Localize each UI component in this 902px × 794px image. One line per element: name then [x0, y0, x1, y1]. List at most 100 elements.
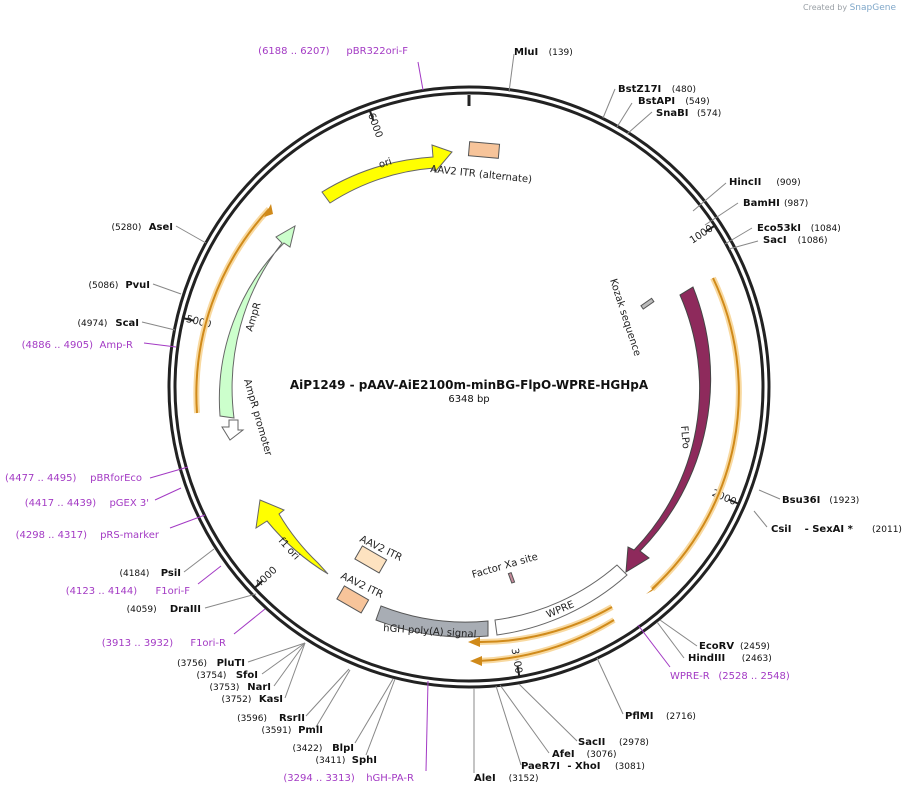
orf-arc-flpo-line [651, 277, 740, 590]
enzyme-position: (2978) [619, 738, 649, 748]
cut-line-sacii [518, 683, 578, 742]
primer-range: (3294 .. 3313) [283, 773, 355, 784]
cut-line-bsu36i [758, 489, 781, 500]
primer-range: (4298 .. 4317) [16, 530, 88, 541]
cut-line-psii [183, 548, 215, 573]
feature-label-kozak: Kozak sequence [607, 278, 642, 358]
enzyme-position: (3753) [209, 683, 239, 693]
cut-line-kasi [284, 642, 306, 699]
cut-line-rsrii [305, 668, 350, 717]
enzyme-name: PluTI [217, 658, 245, 669]
enzyme-position: (2716) [666, 712, 696, 722]
enzyme-name: AseI [149, 222, 173, 233]
enzyme-name: SacI [763, 235, 787, 246]
cut-line-asei [175, 225, 207, 244]
cut-line-hindiii [656, 621, 685, 659]
enzyme-position: (2011) [872, 525, 902, 535]
enzyme-name: KasI [259, 694, 283, 705]
enzyme-position: (3081) [615, 762, 645, 772]
enzyme-name: NarI [247, 682, 271, 693]
cut-line-scai [141, 321, 176, 331]
primer-range: (4477 .. 4495) [5, 473, 77, 484]
primer-labels: pBR322ori-F(6188 .. 6207)WPRE-R(2528 .. … [5, 46, 790, 784]
enzyme-extra: - XhoI [567, 761, 600, 772]
cut-line-ecorv [659, 619, 698, 647]
cut-line-draiii [204, 593, 257, 609]
primer-line-hgh-pa-r [425, 680, 429, 772]
enzyme-name: ScaI [115, 318, 139, 329]
primer-range: (2528 .. 2548) [718, 671, 790, 682]
primer-name: pBR322ori-F [346, 46, 408, 57]
feature-aav2-itr-2 [354, 545, 388, 574]
cut-line-afei [499, 684, 550, 754]
enzyme-name: SnaBI [656, 108, 688, 119]
tick-mark-2000 [728, 498, 740, 505]
enzyme-name: BstZ17I [618, 84, 661, 95]
enzyme-name: BamHI [743, 198, 780, 209]
backbone-inner-ring [173, 91, 765, 683]
enzyme-position: (1086) [798, 236, 828, 246]
feature-flpo [625, 286, 712, 573]
enzyme-position: (2463) [742, 654, 772, 664]
primer-range: (6188 .. 6207) [258, 46, 330, 57]
primer-line-prs-marker [169, 514, 206, 529]
orf-arc-ampr-line [195, 208, 270, 414]
enzyme-position: (909) [776, 178, 800, 188]
enzyme-name: RsrII [279, 713, 305, 724]
cut-line-pmli [315, 669, 351, 728]
cut-line-blpi [354, 678, 394, 744]
cut-line-bamhi [704, 202, 739, 226]
cut-site-lines [141, 53, 781, 773]
enzyme-name: PsiI [161, 568, 181, 579]
cut-line-pluti [247, 642, 306, 663]
feature-hgh-polya [375, 605, 489, 638]
feature-label-ampr-promoter: AmpR promoter [241, 378, 274, 458]
plasmid-length: 6348 bp [448, 394, 489, 405]
feature-aav2-itr-1 [336, 585, 370, 614]
tick-mark-1000 [705, 224, 716, 233]
feature-wpre [494, 564, 628, 636]
enzyme-position: (987) [784, 199, 808, 209]
cut-line-pflmi [596, 657, 624, 715]
tick-mark-4000 [253, 579, 264, 589]
cut-line-pvui [152, 283, 182, 295]
primer-line-pbrforeco [149, 466, 189, 479]
enzyme-name: SfoI [236, 670, 258, 681]
enzyme-name: PvuI [125, 280, 150, 291]
enzyme-position: (3752) [221, 695, 251, 705]
enzyme-position: (3754) [196, 671, 226, 681]
enzyme-position: (1084) [811, 224, 841, 234]
enzyme-position: (4059) [127, 605, 157, 615]
feature-label-factor-xa: Factor Xa site [471, 552, 539, 581]
enzyme-name: CsiI [771, 524, 791, 535]
enzyme-name: Bsu36I [782, 495, 820, 506]
enzyme-position: (3152) [509, 774, 539, 784]
orf-arc-wpre-1-line [475, 606, 613, 644]
primer-name: F1ori-R [190, 638, 226, 649]
feature-f1-ori [255, 499, 329, 575]
enzyme-position: (3756) [177, 659, 207, 669]
enzyme-position: (480) [672, 85, 696, 95]
backbone [167, 85, 771, 689]
enzyme-name: HincII [729, 177, 761, 188]
primer-name: pRS-marker [100, 530, 160, 541]
tick-label-4000: 4000 [253, 565, 279, 590]
cut-line-saci [728, 240, 759, 250]
enzyme-position: (549) [685, 97, 709, 107]
enzyme-name: DraIII [170, 604, 201, 615]
cut-line-hincii [692, 182, 727, 212]
tick-mark-5000 [182, 317, 195, 322]
backbone-outer-ring [167, 85, 771, 689]
enzyme-name: SacII [578, 737, 605, 748]
enzyme-position: (3076) [587, 750, 617, 760]
enzyme-name: HindIII [688, 653, 725, 664]
orf-group [193, 204, 742, 666]
tick-mark-6000 [368, 109, 375, 121]
feature-ori [321, 144, 453, 204]
enzyme-position: (5280) [111, 223, 141, 233]
orf-arc-wpre-2-line [477, 619, 615, 662]
cut-line-paer7i [495, 685, 522, 766]
snapgene-watermark: Created by SnapGene [803, 3, 896, 13]
enzyme-name: MluI [514, 47, 538, 58]
enzyme-position: (574) [697, 109, 721, 119]
